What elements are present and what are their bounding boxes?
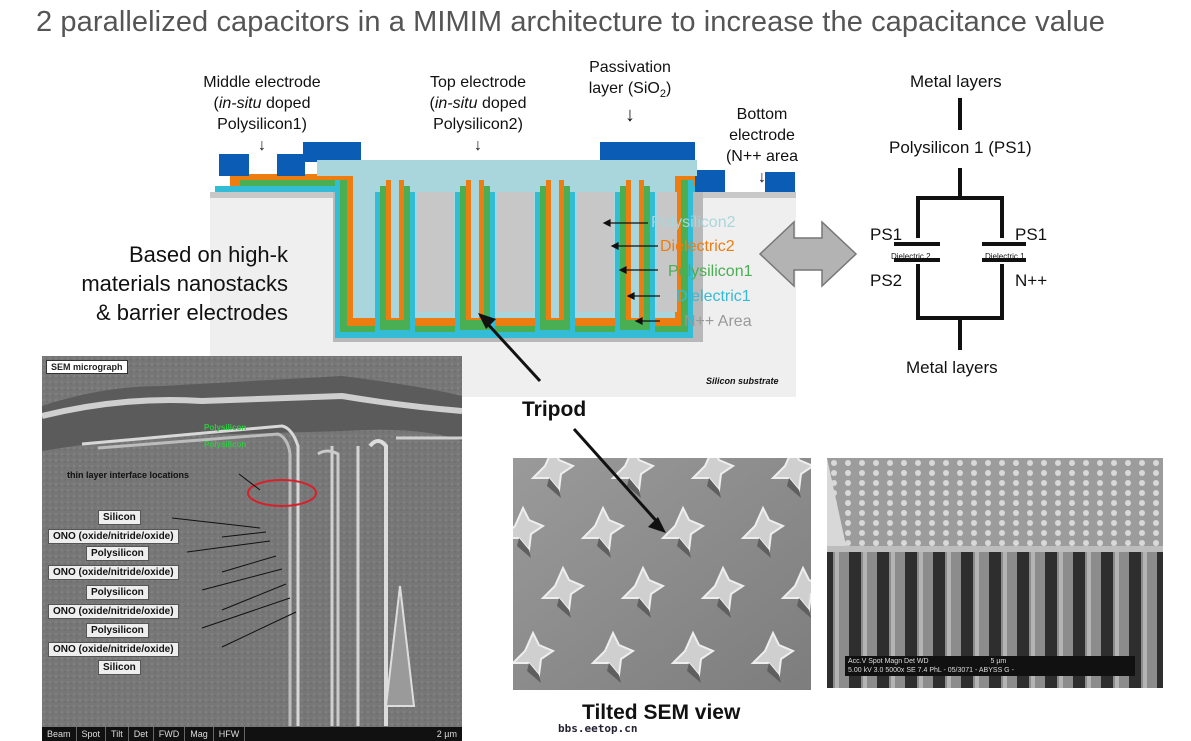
middle-electrode-line1: Middle electrode	[203, 74, 321, 91]
top-electrode-line1: Top electrode	[429, 74, 527, 91]
layer-dielectric2: Dielectric2	[660, 238, 735, 255]
sem-interface-label: thin layer interface locations	[67, 470, 190, 480]
sem-tag-polysilicon-2: Polysilicon	[86, 585, 149, 600]
passivation-line1: Passivation	[589, 59, 671, 76]
top-electrode-italic: in-situ	[434, 95, 478, 112]
pillar-sem-image: Acc.V Spot Magn Det WD 5 µm 5.00 kV 3.0 …	[827, 458, 1163, 688]
based-on-line3: & barrier electrodes	[96, 300, 288, 325]
layer-arrows	[602, 219, 660, 325]
top-electrode-rest: doped	[477, 95, 527, 112]
middle-electrode-line3: Polysilicon1)	[217, 116, 307, 133]
sem-tag-ono-2: ONO (oxide/nitride/oxide)	[48, 565, 179, 580]
tilted-sem-label: Tilted SEM view	[582, 701, 741, 724]
top-electrode-label: Top electrode (in-situ doped Polysilicon…	[408, 72, 548, 156]
passivation-close: )	[665, 80, 672, 97]
circuit-right-dielectric: Dielectric 1	[985, 252, 1025, 261]
middle-electrode-label: Middle electrode (in-situ doped Polysili…	[192, 72, 332, 156]
double-arrow-icon	[758, 220, 858, 288]
passivation-label: Passivation layer (SiO2) ↓	[570, 57, 690, 126]
based-on-text: Based on high-k materials nanostacks & b…	[48, 240, 288, 327]
sem-footer-hfw: HFW	[214, 727, 246, 741]
sem-tag-silicon-2: Silicon	[98, 660, 141, 675]
based-on-line2: materials nanostacks	[81, 271, 288, 296]
sem-footer-scale: 2 µm	[436, 729, 457, 739]
passivation-contact	[600, 142, 695, 162]
sem-tag-ono-4: ONO (oxide/nitride/oxide)	[48, 642, 179, 657]
sem-footer: Beam Spot Tilt Det FWD Mag HFW 2 µm	[42, 727, 462, 741]
sem3-info-line1: Acc.V Spot Magn Det WD	[848, 658, 929, 665]
sem3-scale: 5 µm	[990, 658, 1007, 665]
layer-n-plus-plus: N++ Area	[684, 313, 752, 330]
sem-green-2: Polysilicon	[204, 440, 247, 449]
bottom-electrode-line1: Bottom	[736, 106, 788, 123]
circuit-left-bottom: PS2	[870, 271, 903, 290]
sem-footer-fwd: FWD	[154, 727, 186, 741]
sem-footer-det: Det	[129, 727, 154, 741]
circuit-right-bottom: N++	[1015, 271, 1048, 290]
passivation-sub: 2	[659, 88, 666, 101]
bottom-electrode-contact	[765, 172, 795, 192]
layer-dielectric1: Dielectric1	[676, 288, 751, 305]
bottom-electrode-label: Bottom electrode (N++ area ↓	[712, 104, 812, 188]
cross-section-diagram	[210, 142, 796, 397]
bottom-electrode-line3: (N++ area	[725, 148, 799, 165]
sem-tag-polysilicon-1: Polysilicon	[86, 546, 149, 561]
sem-footer-tilt: Tilt	[106, 727, 129, 741]
bottom-electrode-line2: electrode	[729, 127, 795, 144]
sem3-info-line2: 5.00 kV 3.0 5000x SE 7.4 PhL - 05/3071 -…	[848, 667, 1014, 674]
sem-tag-ono-3: ONO (oxide/nitride/oxide)	[48, 604, 179, 619]
circuit-right-top: PS1	[1015, 225, 1048, 244]
circuit-metal-top: Metal layers	[910, 72, 1002, 91]
middle-electrode-contact	[219, 154, 249, 176]
sem-tag-polysilicon-3: Polysilicon	[86, 623, 149, 638]
passivation-line2: layer (SiO	[588, 80, 660, 97]
sem-footer-mag: Mag	[185, 727, 214, 741]
page-title: 2 parallelized capacitors in a MIMIM arc…	[36, 6, 1105, 38]
sem-tag-silicon-1: Silicon	[98, 510, 141, 525]
sem-footer-beam: Beam	[42, 727, 77, 741]
trench-fingers	[335, 168, 693, 338]
middle-electrode-rest: doped	[261, 95, 311, 112]
based-on-line1: Based on high-k	[129, 242, 288, 267]
sem-header: SEM micrograph	[46, 360, 128, 374]
circuit-metal-bottom: Metal layers	[906, 358, 998, 377]
sem3-info-bar: Acc.V Spot Magn Det WD 5 µm 5.00 kV 3.0 …	[845, 656, 1135, 676]
layer-polysilicon2: Polysilicon2	[651, 214, 736, 231]
layer-polysilicon1: Polysilicon1	[668, 263, 753, 280]
sem-green-1: Polysilicon	[204, 423, 247, 432]
middle-electrode-italic: in-situ	[218, 95, 262, 112]
circuit-left-dielectric: Dielectric 2	[891, 252, 931, 261]
circuit-ps1-label: Polysilicon 1 (PS1)	[889, 138, 1032, 157]
sem-footer-spot: Spot	[77, 727, 107, 741]
top-electrode-line3: Polysilicon2)	[433, 116, 523, 133]
tripod-sem-image	[513, 458, 811, 690]
substrate-label: Silicon substrate	[706, 376, 779, 386]
watermark: bbs.eetop.cn	[558, 722, 638, 735]
tripod-label: Tripod	[522, 398, 587, 421]
circuit-left-top: PS1	[870, 225, 903, 244]
tripod-arrow	[478, 313, 666, 533]
circuit-diagram	[894, 98, 1026, 350]
sem-tag-ono-1: ONO (oxide/nitride/oxide)	[48, 529, 179, 544]
sem-micrograph-image: SEM micrograph Polysilicon Polysilicon t…	[42, 356, 462, 741]
